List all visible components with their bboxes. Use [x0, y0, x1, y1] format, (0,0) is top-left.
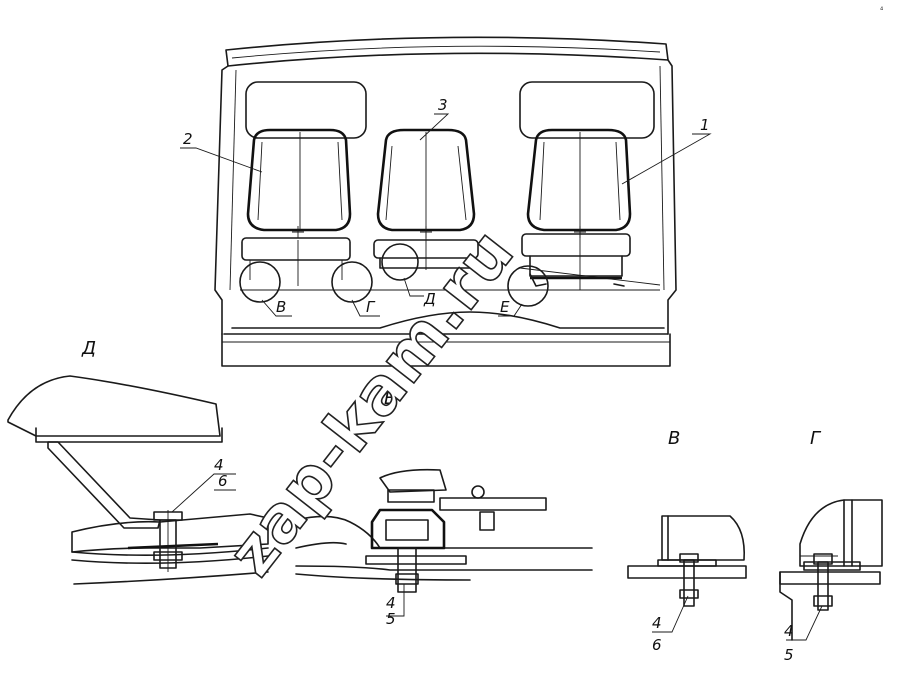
callout-2: 2: [183, 130, 193, 148]
detail-v: В: [627, 428, 747, 633]
detail-v-title: В: [668, 428, 680, 449]
detail-d: Д: [7, 338, 269, 585]
seat-left: [241, 128, 352, 286]
seat-right: [521, 128, 632, 290]
cab-right-wall: [667, 59, 677, 335]
corner-mark: ₄: [880, 3, 883, 12]
seat-middle: [373, 128, 479, 270]
leader-2: [180, 147, 263, 173]
cab-left-wall: [214, 65, 229, 335]
detail-circle-d: [381, 243, 419, 281]
floor-tunnel: [231, 311, 665, 329]
detail-g-num-bottom: 5: [784, 646, 794, 664]
callout-view-d: Д: [423, 290, 436, 308]
callout-3: 3: [438, 96, 448, 114]
rear-window-left: [245, 81, 367, 139]
callout-view-v: В: [276, 298, 286, 316]
detail-g: Г: [779, 428, 883, 641]
detail-g-num-top: 4: [784, 622, 794, 640]
leader-1: [621, 133, 712, 185]
cab-roof: [225, 36, 669, 67]
rear-window-right: [519, 81, 655, 139]
detail-g-title: Г: [810, 428, 822, 449]
cab-main-view: [180, 36, 712, 367]
callout-view-e: Е: [500, 298, 510, 316]
detail-circle-g: [331, 261, 373, 303]
detail-v-num-bottom: 6: [652, 636, 662, 654]
detail-e-num-bottom: 5: [386, 610, 396, 628]
callout-1: 1: [700, 116, 710, 134]
detail-v-num-top: 4: [652, 614, 662, 632]
leader-3: [419, 113, 450, 141]
detail-circle-e: [507, 265, 549, 307]
detail-d-num-top: 4: [214, 456, 224, 474]
detail-d-num-bottom: 6: [218, 472, 228, 490]
detail-e-title: Е: [384, 388, 396, 409]
detail-d-title: Д: [81, 338, 96, 359]
detail-e-num-top: 4: [386, 594, 396, 612]
callout-view-g: Г: [366, 298, 376, 316]
detail-e: Е: [295, 388, 593, 617]
detail-circle-v: [239, 261, 281, 303]
